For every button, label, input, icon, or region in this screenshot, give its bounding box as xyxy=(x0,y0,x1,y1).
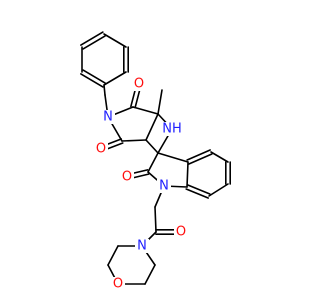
single-bond xyxy=(103,33,127,48)
atom-label-background xyxy=(174,225,188,239)
single-bond xyxy=(121,139,147,142)
single-bond xyxy=(147,152,159,173)
atom-label-background xyxy=(135,239,149,253)
single-bond xyxy=(144,264,156,285)
atom-label-background xyxy=(120,170,134,184)
atom-label-layer: O O O O O N N N NH xyxy=(94,77,188,292)
double-bond xyxy=(82,69,106,84)
atom-label-background xyxy=(94,142,108,156)
double-bond xyxy=(186,149,211,161)
atom-label-n1: N xyxy=(103,110,113,125)
double-bond xyxy=(82,35,106,50)
single-bond xyxy=(145,139,159,154)
atom-label-n2: N xyxy=(159,179,169,194)
atom-label-o2: O xyxy=(96,142,106,157)
atom-label-o4: O xyxy=(176,225,186,240)
atom-label-background xyxy=(162,122,182,136)
atom-label-o3: O xyxy=(122,170,132,185)
double-bond xyxy=(80,31,104,46)
atom-label-background xyxy=(101,110,115,124)
double-bond xyxy=(188,153,213,165)
single-bond xyxy=(210,151,229,163)
single-bond xyxy=(107,245,119,266)
single-bond xyxy=(208,183,229,197)
atom-label-background xyxy=(111,277,125,291)
molecule-structure: O O O O O N N N NH xyxy=(80,31,231,292)
single-bond xyxy=(132,106,159,115)
atom-label-background xyxy=(157,179,171,193)
atom-label-o5: O xyxy=(113,277,123,292)
single-bond xyxy=(157,89,163,115)
double-bond xyxy=(185,188,209,199)
double-bond xyxy=(187,184,211,195)
single-bond xyxy=(154,206,157,233)
single-bond xyxy=(103,71,127,86)
single-bond xyxy=(186,161,189,188)
bond-layer xyxy=(80,31,231,285)
atom-label-n3: N xyxy=(137,239,147,254)
atom-label-nh: NH xyxy=(162,122,182,137)
atom-label-background xyxy=(132,77,146,91)
single-bond xyxy=(145,113,159,141)
single-bond xyxy=(157,152,189,163)
double-bond xyxy=(80,73,104,88)
atom-label-o1: O xyxy=(134,77,144,92)
single-bond xyxy=(103,84,106,96)
